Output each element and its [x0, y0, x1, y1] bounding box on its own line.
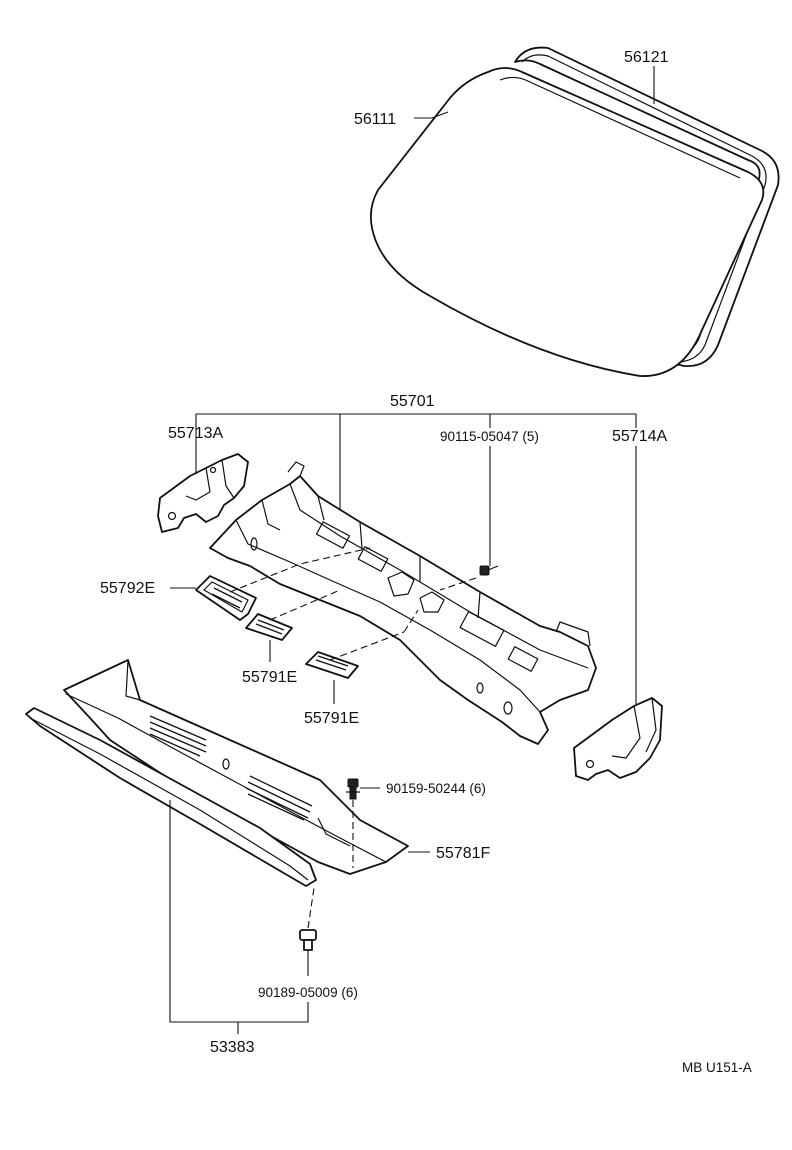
figure-code: MB U151-A — [682, 1060, 752, 1075]
label-53383: 53383 — [210, 1039, 255, 1056]
label-55714A: 55714A — [612, 428, 667, 445]
cowl-seal-strip — [25, 707, 317, 887]
leader-lines — [169, 66, 655, 1034]
label-90189-05009: 90189-05009 (6) — [258, 985, 358, 1000]
bolt-90115-05047 — [479, 565, 499, 576]
louver-slots-left — [149, 715, 207, 757]
assembly-lines — [229, 547, 477, 929]
cowl-louver-55781F — [63, 659, 409, 875]
label-56111: 56111 — [354, 111, 396, 128]
label-90115-05047: 90115-05047 (5) — [440, 429, 539, 444]
cowl-panel-55701 — [209, 461, 597, 745]
side-panel-55714A — [573, 697, 663, 781]
clip-90189-05009 — [299, 929, 317, 951]
label-90159-50244: 90159-50244 (6) — [386, 781, 486, 796]
label-55791E-a: 55791E — [242, 669, 297, 686]
label-55791E-b: 55791E — [304, 710, 359, 727]
label-55713A: 55713A — [168, 425, 223, 442]
label-55701: 55701 — [390, 393, 435, 410]
retainer-55792E — [195, 575, 257, 621]
clip-90159-50244 — [346, 778, 360, 800]
windshield-glass-56111 — [369, 67, 765, 377]
side-panel-55713A — [157, 453, 249, 533]
label-55781F: 55781F — [436, 845, 490, 862]
label-56121: 56121 — [624, 49, 669, 66]
pad-55791E-b — [305, 651, 359, 679]
pad-55791E-a — [245, 613, 293, 641]
part-labels: 56111 56121 55701 55713A 90115-05047 (5)… — [100, 49, 752, 1075]
louver-slots-right — [245, 775, 313, 821]
label-55792E: 55792E — [100, 580, 155, 597]
